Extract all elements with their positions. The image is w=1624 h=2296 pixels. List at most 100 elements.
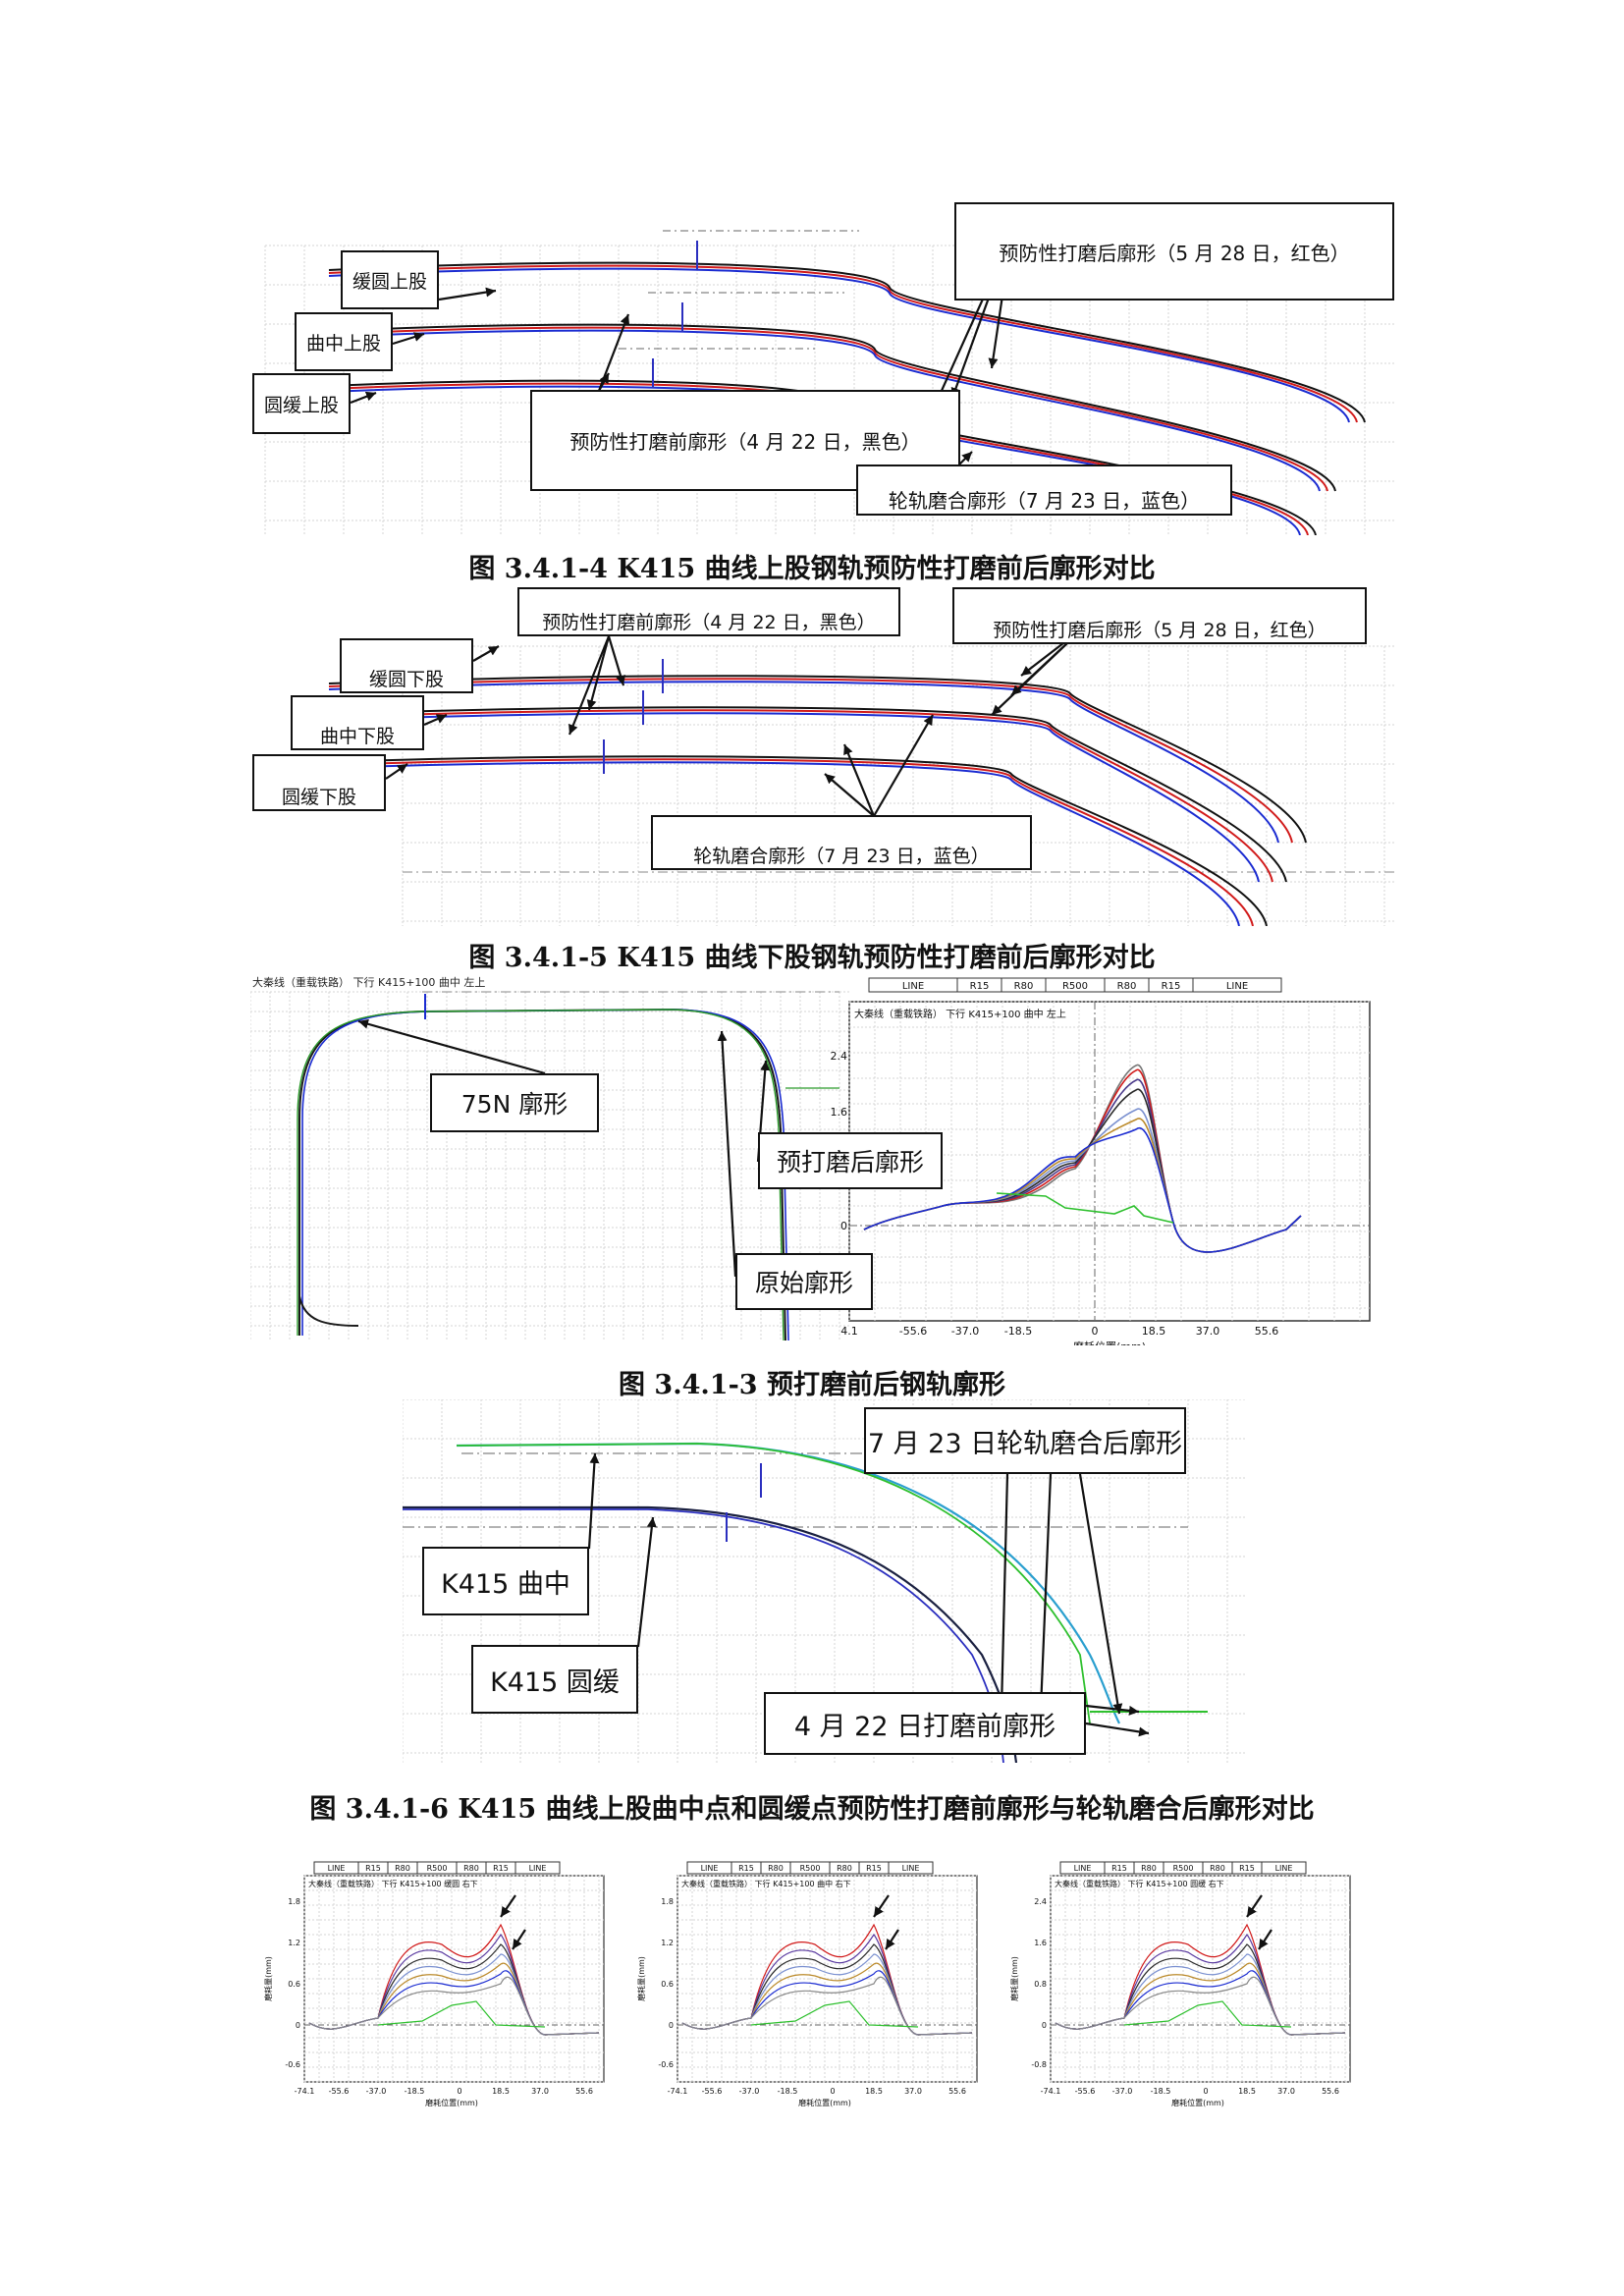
zone-label-2: R80 xyxy=(1014,981,1034,992)
zone-label: R15 xyxy=(1239,1864,1255,1873)
panel-xtick: -18.5 xyxy=(1151,2087,1171,2096)
zone-label-3: R500 xyxy=(1062,981,1088,992)
zone-label: R500 xyxy=(427,1864,448,1873)
ytick-2: 0 xyxy=(840,1220,847,1232)
panel-ytick: -0.8 xyxy=(1031,2060,1047,2069)
label-yuanhuan-lower: 圆缓下股 xyxy=(252,754,386,811)
head-profile xyxy=(298,1008,786,1341)
caption-fig-3-4-1-5: 图 3.4.1-5 K415 曲线下股钢轨预防性打磨前后廓形对比 xyxy=(468,943,1156,973)
figure-upper-rail-profiles: 缓圆上股 曲中上股 圆缓上股 预防性打磨后廓形（5 月 28 日，红色） 预防性… xyxy=(245,196,1394,535)
panel-ytick: 1.8 xyxy=(661,1897,674,1906)
panel-original-curve xyxy=(1123,2000,1292,2028)
panel-ytick: -0.6 xyxy=(285,2060,300,2069)
panel-ylabel: 磨耗量(mm) xyxy=(1009,1956,1019,2001)
zone-label-0: LINE xyxy=(902,981,924,992)
label-yuanhuan-upper: 圆缓上股 xyxy=(252,373,351,434)
arrow-before-l2 xyxy=(586,635,611,711)
panel-xtick: 55.6 xyxy=(1322,2087,1339,2096)
panel-xtick: 18.5 xyxy=(865,2087,883,2096)
zone-label: R80 xyxy=(1210,1864,1225,1873)
panel-arrow-b xyxy=(1258,1929,1272,1950)
caption-fig-3-4-1-4: 图 3.4.1-4 K415 曲线上股钢轨预防性打磨前后廓形对比 xyxy=(468,554,1156,584)
figure-wheel-rail-comparison: 7 月 23 日轮轨磨合后廓形 K415 曲中 K415 圆缓 4 月 22 日… xyxy=(403,1399,1247,1763)
arrow-huanyuan-lower xyxy=(472,645,500,662)
panel-wear-curve xyxy=(308,1976,600,2036)
panel-wear-curve xyxy=(1055,1976,1346,2036)
figure-three-wear-charts: LINE R15 R80 R500 R80 R15 LINE 大秦线（重载铁路） 下行 K41… xyxy=(236,1846,1414,2111)
panel-xtick: 55.6 xyxy=(948,2087,966,2096)
profile-huanyuan-2 xyxy=(328,681,1279,844)
zone-label: LINE xyxy=(529,1864,547,1873)
panel-ytick: 1.2 xyxy=(661,1939,674,1947)
zone-cell xyxy=(514,1861,561,1875)
arrow-huanyuan xyxy=(438,287,497,301)
profile-huanyuan-0 xyxy=(328,675,1307,844)
panel-xtick: -55.6 xyxy=(1075,2087,1096,2096)
panel-xtick: -74.1 xyxy=(295,2087,315,2096)
chart-title: 大秦线（重载铁路） 下行 K415+100 曲中 左上 xyxy=(854,1008,1066,1020)
panel-xtick: -55.6 xyxy=(702,2087,723,2096)
panel-ytick: -0.6 xyxy=(658,2060,674,2069)
profile-quzhong-1 xyxy=(308,709,1273,883)
panel-xtick: -18.5 xyxy=(405,2087,425,2096)
label-after-grinding-lower: 预防性打磨后廓形（5 月 28 日，红色） xyxy=(952,587,1367,644)
panel-xtick: -55.6 xyxy=(329,2087,350,2096)
profile-huanyuan-0 xyxy=(328,261,1366,423)
zone-label: R80 xyxy=(1141,1864,1157,1873)
panel-wear-curve xyxy=(681,1976,973,2036)
panel-ytick: 0.8 xyxy=(1034,1980,1047,1989)
panel-xtick: -74.1 xyxy=(668,2087,688,2096)
profile-plot-lower xyxy=(269,626,1394,926)
arrow-original-head xyxy=(717,1030,737,1278)
panel-ylabel: 磨耗量(mm) xyxy=(263,1956,273,2001)
profile-quzhong-2 xyxy=(308,712,1260,883)
label-k415-yuanhuan: K415 圆缓 xyxy=(471,1645,638,1714)
label-before-grinding-lower: 预防性打磨前廓形（4 月 22 日，黑色） xyxy=(517,587,900,636)
panel-ytick: 0.6 xyxy=(288,1980,300,1989)
panel-title-1: 大秦线（重载铁路） 下行 K415+100 曲中 右下 xyxy=(681,1879,851,1888)
panel-ytick: 0 xyxy=(1042,2021,1047,2030)
head-profile xyxy=(297,1009,785,1341)
zone-label: R15 xyxy=(365,1864,381,1873)
ytick-0: 2.4 xyxy=(831,1050,848,1063)
profile-yuanhuan-2 xyxy=(269,761,1240,926)
arrow-quzhong xyxy=(587,1452,600,1550)
figure-lower-rail-profiles: 预防性打磨前廓形（4 月 22 日，黑色） 预防性打磨后廓形（5 月 28 日，… xyxy=(245,587,1394,926)
panel-xtick: 37.0 xyxy=(531,2087,549,2096)
zone-label: R80 xyxy=(463,1864,479,1873)
zone-label: R15 xyxy=(866,1864,882,1873)
zone-label: R15 xyxy=(493,1864,509,1873)
panel-title-0: 大秦线（重载铁路） 下行 K415+100 缓圆 右下 xyxy=(308,1879,478,1888)
panel-xtick: -37.0 xyxy=(366,2087,387,2096)
panel-arrow-a xyxy=(500,1894,516,1918)
panel-ytick: 1.8 xyxy=(288,1897,300,1906)
arrow-wheel-2 xyxy=(1036,1473,1053,1710)
wear-charts: LINE R15 R80 R500 R80 R15 LINE 大秦线（重载铁路） 下行 K41… xyxy=(263,1861,1351,2107)
zone-label: LINE xyxy=(1074,1864,1092,1873)
profile-quzhong-1 xyxy=(313,326,1328,492)
zone-label: LINE xyxy=(902,1864,920,1873)
panel-xtick: -37.0 xyxy=(739,2087,760,2096)
arrow-yuanhuan-lower xyxy=(385,763,408,780)
label-75n-profile: 75N 廓形 xyxy=(430,1073,599,1132)
panel-xtick: 0 xyxy=(830,2087,835,2096)
zone-label: LINE xyxy=(701,1864,719,1873)
arrow-quzhong-lower xyxy=(423,713,448,727)
profile-yuanhuan-0 xyxy=(269,755,1268,926)
arrow-quzhong xyxy=(392,332,425,346)
xtick-4: 0 xyxy=(1092,1325,1099,1338)
quzhong-before-profile xyxy=(456,1443,1091,1724)
profile-quzhong-0 xyxy=(313,323,1336,492)
caption-fig-3-4-1-6: 图 3.4.1-6 K415 曲线上股曲中点和圆缓点预防性打磨前廓形与轮轨磨合后… xyxy=(309,1794,1315,1825)
arrow-75n xyxy=(357,1018,546,1075)
caption-fig-3-4-1-3: 图 3.4.1-3 预打磨前后钢轨廓形 xyxy=(619,1370,1005,1400)
arrow-before-l3 xyxy=(568,635,611,736)
profile-huanyuan-1 xyxy=(328,264,1358,423)
label-quzhong-upper: 曲中上股 xyxy=(295,312,393,371)
label-before-grinding-upper: 预防性打磨前廓形（4 月 22 日，黑色） xyxy=(530,390,960,491)
panel-xtick: 0 xyxy=(1203,2087,1208,2096)
zone-label: R80 xyxy=(395,1864,410,1873)
panel-xlabel: 磨耗位置(mm) xyxy=(798,2098,851,2107)
panel-ytick: 1.2 xyxy=(288,1939,300,1947)
